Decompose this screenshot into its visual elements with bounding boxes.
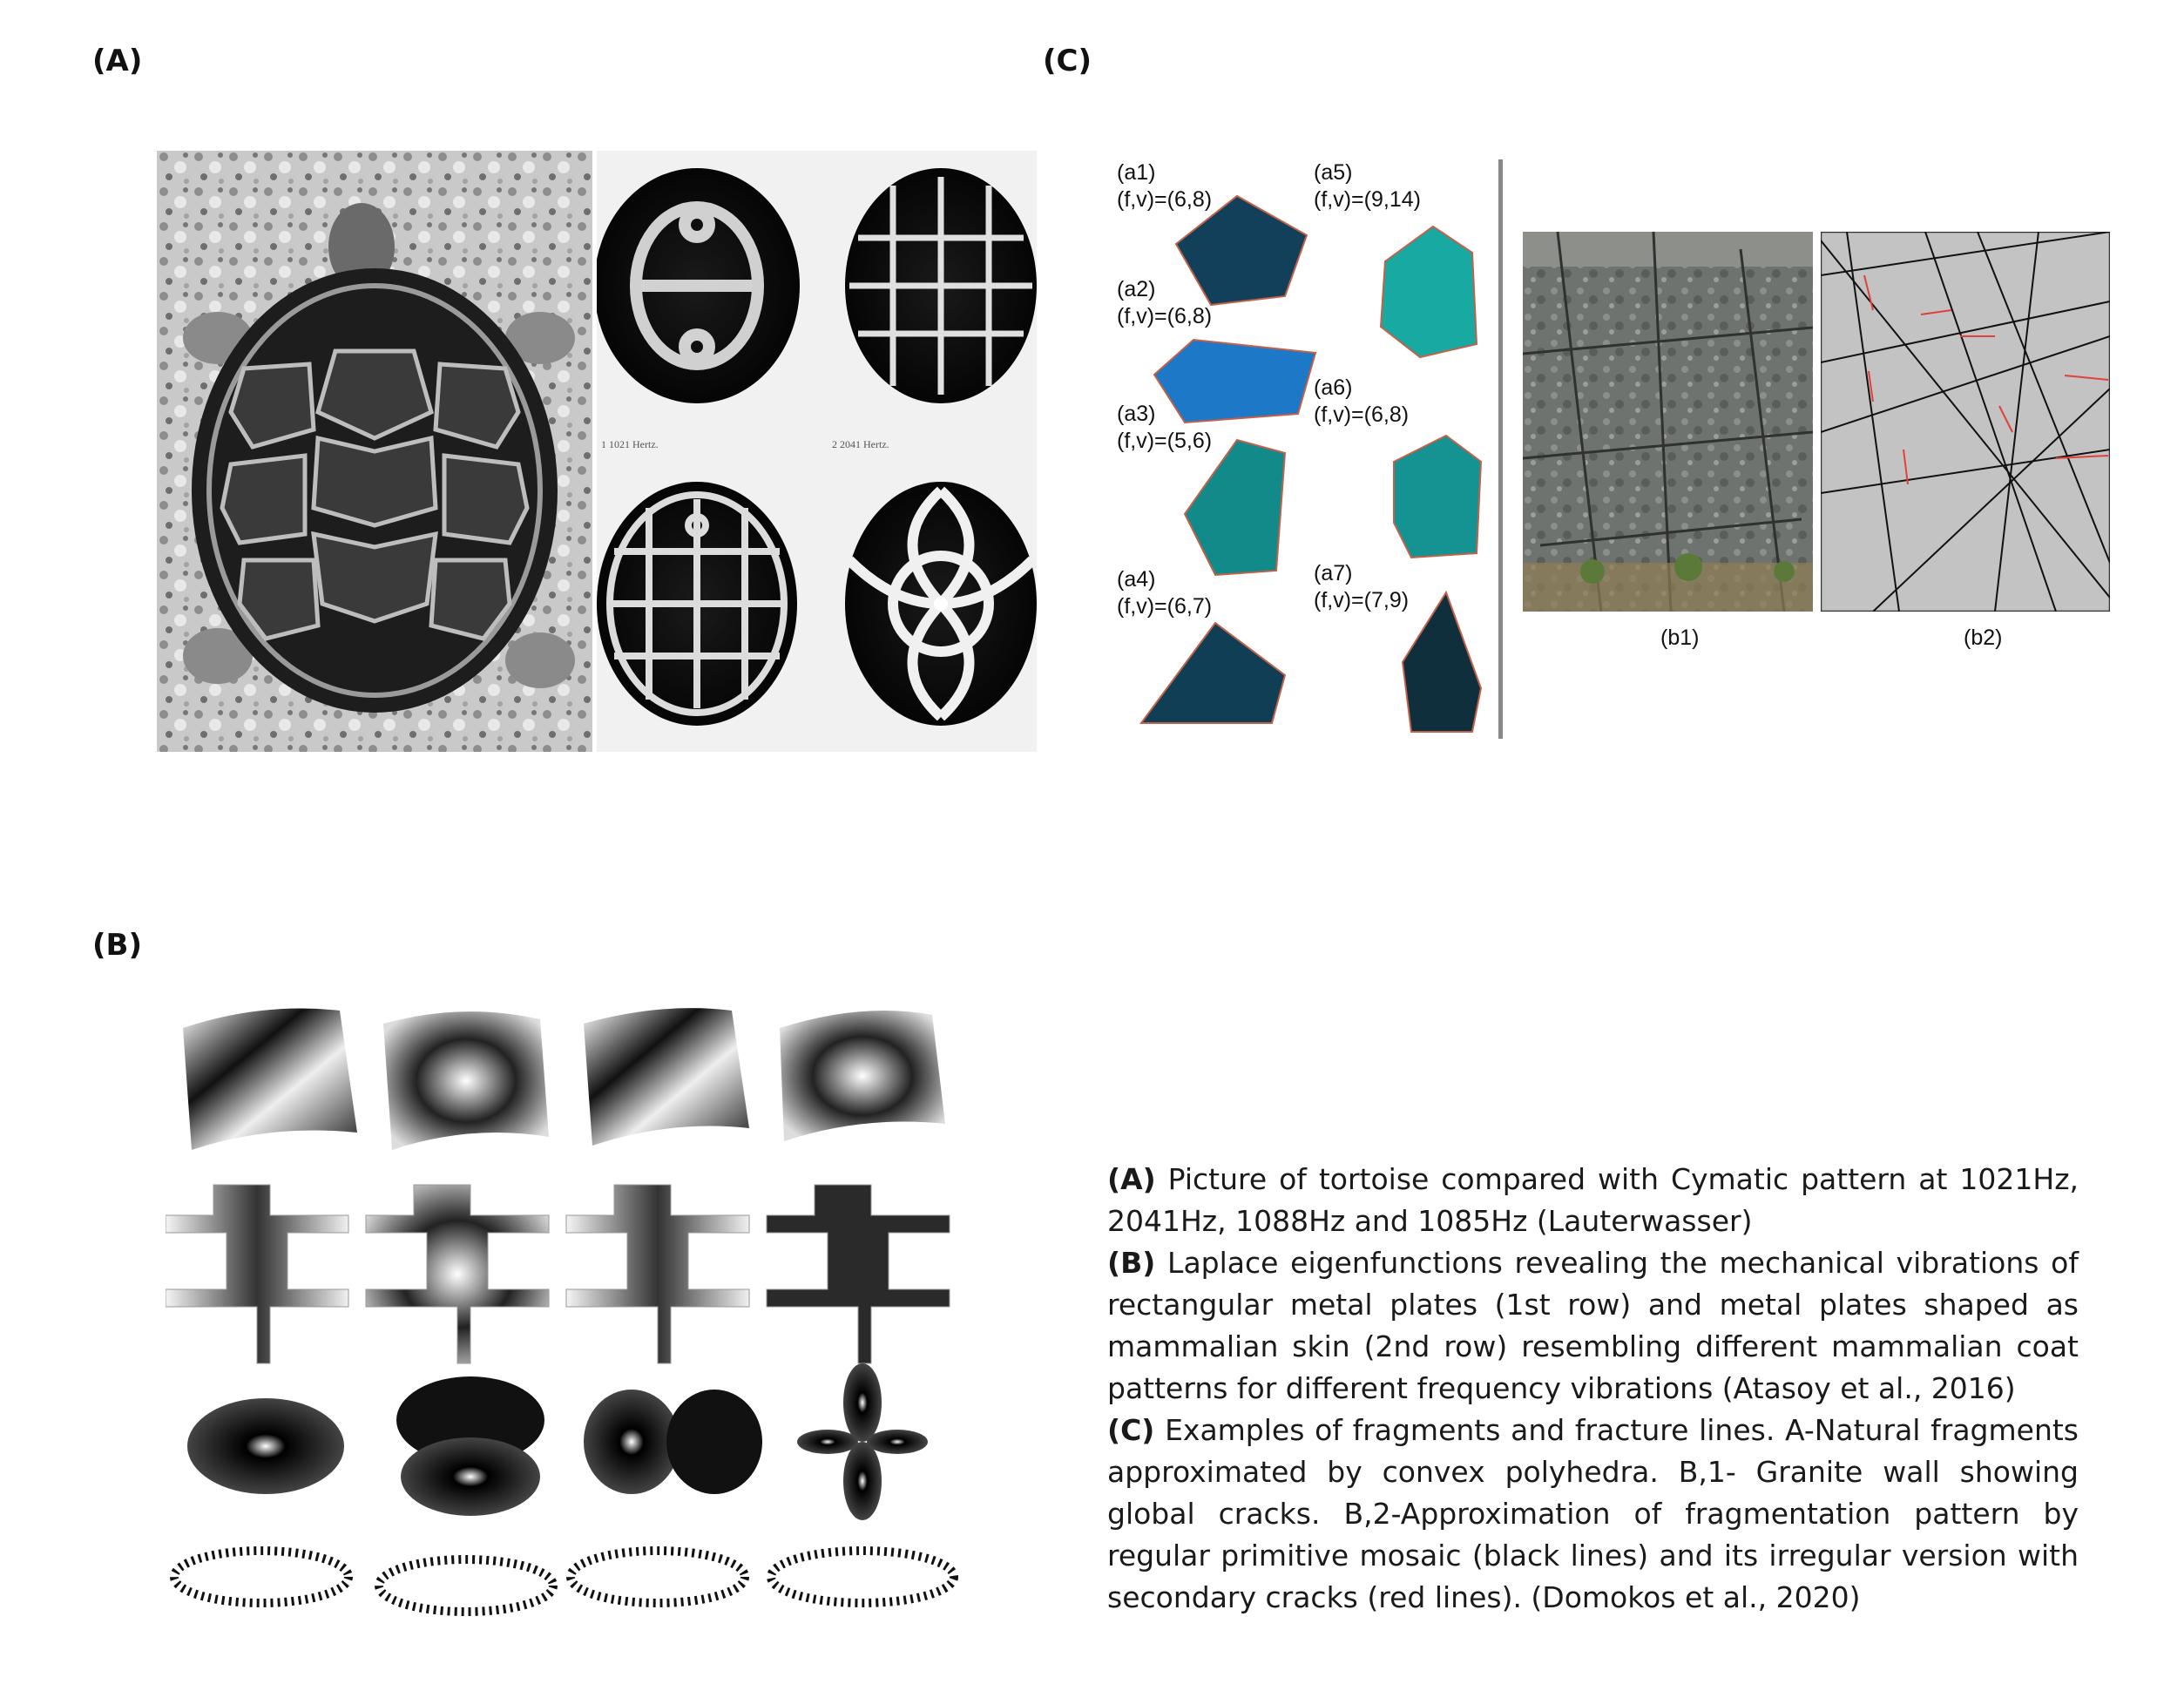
plate-row1-4 xyxy=(780,1011,945,1141)
fragment-label-a3: (a3)(f,v)=(5,6) xyxy=(1117,402,1213,453)
tortoise-photo xyxy=(157,151,592,752)
figure-caption: (A) Picture of tortoise compared with Cy… xyxy=(1107,1159,2079,1619)
fragment-label-a2: (a2)(f,v)=(6,8) xyxy=(1117,277,1213,328)
plate-caption-2: 2 2041 Hertz. xyxy=(832,438,889,450)
skin-row2 xyxy=(165,1184,950,1364)
caption-a-text: Picture of tortoise compared with Cymati… xyxy=(1107,1162,2079,1238)
caption-a: (A) Picture of tortoise compared with Cy… xyxy=(1107,1159,2079,1242)
caption-b-label: (B) xyxy=(1107,1246,1156,1280)
fragment-a4 xyxy=(1139,621,1287,724)
granite-wall-photo xyxy=(1523,232,1813,612)
caption-c: (C) Examples of fragments and fracture l… xyxy=(1107,1410,2079,1619)
fragment-a3 xyxy=(1183,438,1287,577)
plate-row1-2 xyxy=(383,1011,549,1150)
fragment-label-a7: (a7)(f,v)=(7,9) xyxy=(1314,561,1410,612)
fragment-label-a5: (a5)(f,v)=(9,14) xyxy=(1314,160,1421,212)
fragment-label-a4: (a4)(f,v)=(6,7) xyxy=(1117,567,1213,619)
sub-label-b1: (b1) xyxy=(1660,626,1700,650)
fragment-a7 xyxy=(1401,590,1483,733)
caption-c-label: (C) xyxy=(1107,1413,1155,1447)
caption-b: (B) Laplace eigenfunctions revealing the… xyxy=(1107,1242,2079,1410)
fragment-a5 xyxy=(1379,225,1478,359)
panel-c-divider xyxy=(1498,159,1503,739)
plate-row1-3 xyxy=(584,1008,749,1146)
fragment-a1 xyxy=(1174,194,1308,307)
fragment-a6 xyxy=(1393,434,1483,559)
panel-label-a: (A) xyxy=(92,44,143,78)
sub-label-b2: (b2) xyxy=(1964,626,2003,650)
fragments-illustration xyxy=(1133,174,1516,741)
fragment-label-a1: (a1)(f,v)=(6,8) xyxy=(1117,160,1213,212)
cymatic-plates: 1 1021 Hertz. 2 2041 Hertz. xyxy=(594,151,1037,752)
fragment-a2 xyxy=(1153,338,1317,424)
caption-a-label: (A) xyxy=(1107,1162,1156,1196)
panel-label-c: (C) xyxy=(1043,44,1092,78)
panel-label-b: (B) xyxy=(92,928,142,963)
fragment-label-a6: (a6)(f,v)=(6,8) xyxy=(1314,375,1410,427)
caption-c-text: Examples of fragments and fracture lines… xyxy=(1107,1413,2079,1614)
fracture-mosaic xyxy=(1820,231,2111,612)
eigenfunction-grid xyxy=(165,1002,967,1638)
caption-b-text: Laplace eigenfunctions revealing the mec… xyxy=(1107,1246,2079,1405)
plate-caption-1: 1 1021 Hertz. xyxy=(601,438,659,450)
plate-row1-1 xyxy=(183,1008,357,1150)
